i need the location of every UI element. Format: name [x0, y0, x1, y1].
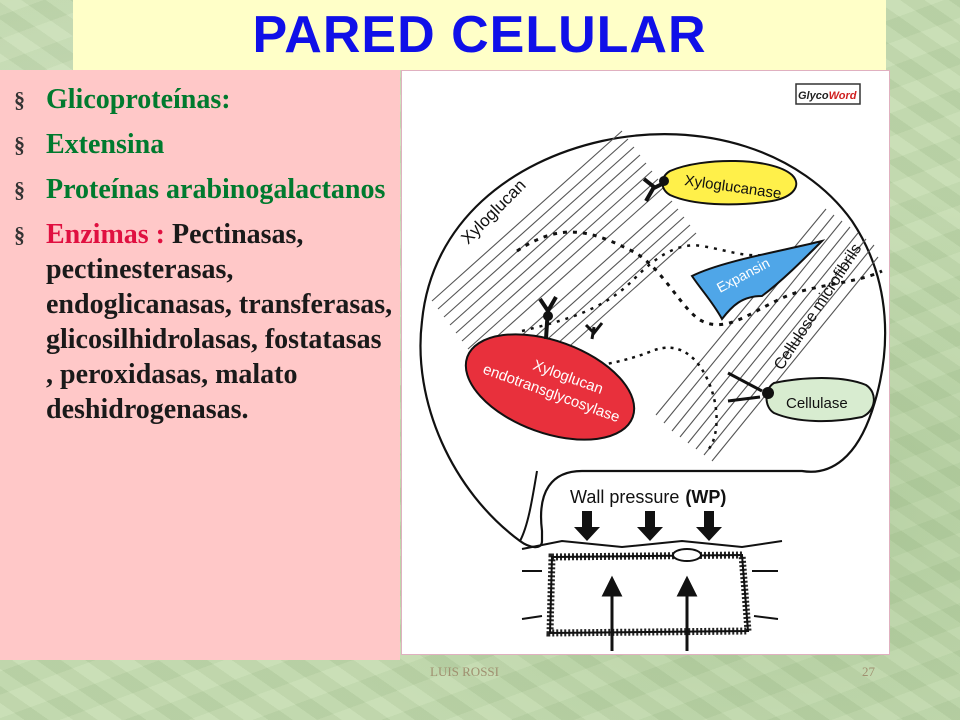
turgor-arrows: [601, 575, 698, 651]
xyloglucanase-enzyme: Xyloglucanase: [642, 160, 798, 206]
svg-text:Wall pressure(WP): Wall pressure (WP): [570, 487, 726, 507]
bullet-marker: §: [14, 87, 25, 112]
bullet-item: § Proteínas arabinogalactanos: [14, 172, 394, 207]
cellulose-fibrils: [655, 208, 879, 462]
xyloglucan-chain: [516, 230, 883, 327]
xet-enzyme: Xyloglucan endotransglycosylase: [464, 296, 636, 441]
slide-title: PARED CELULAR: [252, 6, 707, 64]
glycoword-logo: GlycoWord: [795, 83, 861, 105]
bullet-marker: §: [14, 132, 25, 157]
xyloglucan-chain: [481, 346, 718, 452]
bullet-text: Glicoproteínas:: [46, 84, 231, 115]
cell-wall-figure: GlycoWord Xyloglucan: [401, 70, 890, 655]
bullet-text: Pectinasas, pectinesterasas, endoglicana…: [46, 219, 393, 425]
plant-cells: [521, 539, 783, 637]
wall-pressure-label: Wall pressure: [570, 487, 679, 507]
logo-text-accent: Word: [829, 90, 857, 102]
bullet-marker: §: [14, 222, 25, 247]
slide-number: 27: [862, 664, 875, 679]
cellulase-label: Cellulase: [786, 395, 848, 412]
bubble-outline: [419, 133, 887, 549]
bullet-text: Proteínas arabinogalactanos: [46, 174, 386, 205]
footer-author: LUIS ROSSI: [430, 664, 499, 679]
bullet-item: § Enzimas : Pectinasas, pectinesterasas,…: [14, 217, 394, 427]
logo-text: Glyco: [798, 90, 829, 102]
text-panel: [0, 70, 400, 660]
bullet-item: § Glicoproteínas:: [14, 82, 394, 117]
bubble-tail: [519, 470, 538, 542]
bullet-lead: Enzimas :: [46, 219, 165, 250]
svg-text:GlycoWord: GlycoWord: [798, 90, 857, 102]
wp-label: (WP): [685, 487, 726, 507]
bullet-text: Extensina: [46, 129, 165, 160]
title-banner: [73, 0, 886, 70]
cell-wall-diagram: GlycoWord Xyloglucan: [419, 83, 887, 651]
expansin-protein: Expansin: [690, 239, 826, 321]
bullet-marker: §: [14, 177, 25, 202]
cellulase-enzyme: Cellulase: [727, 371, 875, 423]
wall-pressure-arrows: [574, 511, 722, 541]
bullet-list: § Glicoproteínas: § Extensina § Proteína…: [14, 82, 394, 437]
xyloglucan-chain: [521, 244, 783, 333]
bullet-item: § Extensina: [14, 127, 394, 162]
